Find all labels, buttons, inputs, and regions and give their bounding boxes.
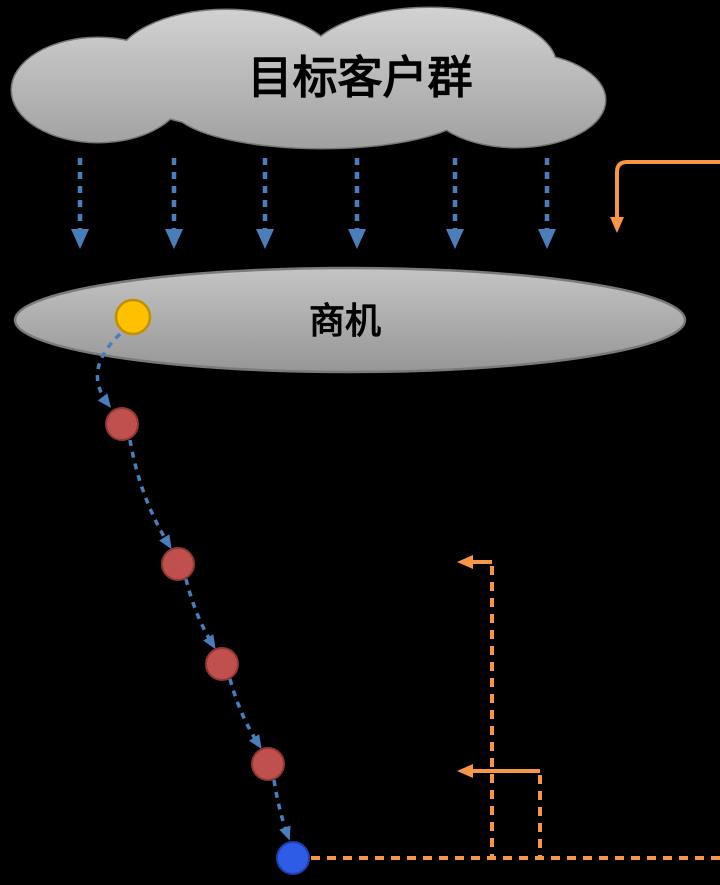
stage-dot-4 (251, 747, 285, 781)
feedback-loops (311, 555, 720, 860)
stage-dot-3 (205, 647, 239, 681)
stage-arrows (95, 332, 291, 841)
closed-deal-dot (276, 841, 310, 875)
stage-arrow (184, 578, 216, 650)
stage-arrow (272, 779, 291, 841)
opportunity-ellipse-group: 商机 (13, 266, 687, 374)
opportunity-ellipse (13, 266, 687, 374)
target-customers-cloud: 目标客户群 (10, 6, 607, 150)
feedback-inflow-arrow (610, 160, 720, 233)
opportunity-start-dot (114, 298, 152, 336)
cloud-lobe (427, 53, 605, 147)
stage-dot-2 (161, 547, 195, 581)
stage-arrow (228, 678, 262, 750)
cloud-lobe (172, 64, 472, 148)
opportunity-label: 商机 (309, 300, 381, 341)
stage-dot-1 (105, 407, 139, 441)
cloud-label: 目标客户群 (247, 52, 472, 103)
stage-arrow (128, 439, 172, 550)
